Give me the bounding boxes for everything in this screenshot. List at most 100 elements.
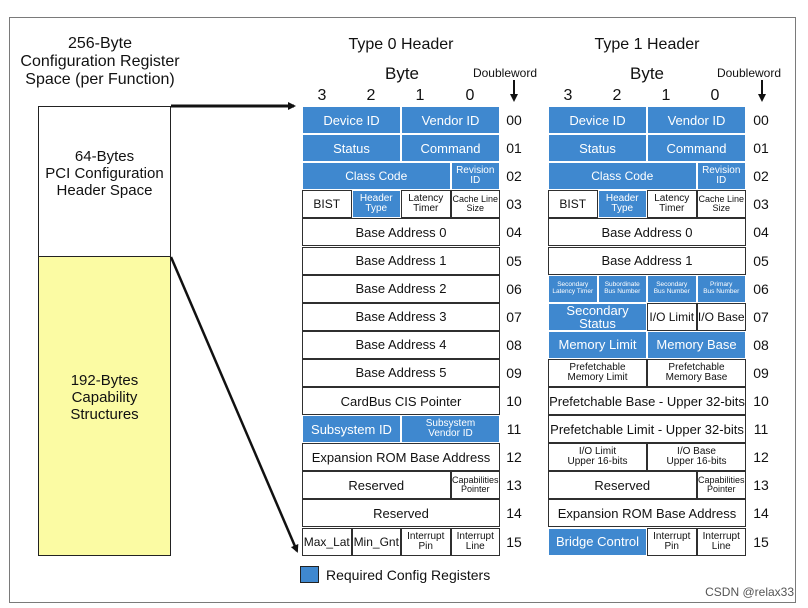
type0-row-number: 02 bbox=[506, 168, 522, 185]
legend-label: Required Config Registers bbox=[326, 567, 491, 583]
type0-register-cell: BIST bbox=[302, 190, 352, 219]
type0-register-cell: Status bbox=[302, 134, 401, 163]
type1-row-number: 05 bbox=[753, 252, 769, 269]
type0-register-cell: Latency Timer bbox=[401, 190, 451, 219]
type0-row-number: 11 bbox=[506, 421, 522, 438]
type0-row-number: 07 bbox=[506, 308, 522, 325]
type0-byte-label: Byte bbox=[384, 64, 420, 83]
type1-byte-1: 1 bbox=[661, 87, 671, 104]
type0-register-cell: Revision ID bbox=[450, 162, 500, 191]
type1-row-number: 11 bbox=[753, 421, 769, 438]
type0-row-number: 06 bbox=[506, 280, 522, 297]
type0-register-cell: Interrupt Pin bbox=[401, 527, 451, 556]
capability-box bbox=[38, 256, 171, 556]
type0-register-cell: Interrupt Line bbox=[450, 527, 500, 556]
type1-register-cell: Prefetchable Memory Base bbox=[647, 358, 746, 387]
type1-register-cell: Interrupt Pin bbox=[647, 527, 697, 556]
capability-arrow bbox=[169, 256, 299, 553]
type1-doubleword-label: Doubleword bbox=[716, 66, 782, 80]
diagram-frame bbox=[9, 17, 796, 603]
type1-row-number: 13 bbox=[753, 477, 769, 494]
type0-row-number: 09 bbox=[506, 364, 522, 381]
header-space-label: 64-Bytes PCI Configuration Header Space bbox=[45, 148, 164, 199]
type1-row-number: 00 bbox=[753, 112, 769, 128]
header-space-box bbox=[38, 106, 171, 257]
type0-register-cell: Base Address 5 bbox=[302, 358, 500, 387]
type0-register-cell: Reserved bbox=[302, 499, 500, 528]
type1-register-cell: I/O Base bbox=[696, 302, 746, 331]
type1-register-cell: Command bbox=[647, 134, 746, 163]
type0-row-number: 05 bbox=[506, 252, 522, 269]
type1-row-number: 12 bbox=[753, 449, 769, 466]
type1-register-cell: Secondary Status bbox=[548, 302, 647, 331]
type0-register-cell: Reserved bbox=[302, 471, 451, 500]
type0-row-number: 15 bbox=[506, 533, 522, 550]
type0-byte-0: 0 bbox=[465, 87, 475, 104]
type1-row-number: 14 bbox=[753, 505, 769, 522]
type1-register-cell: Latency Timer bbox=[647, 190, 697, 219]
type1-byte-2: 2 bbox=[612, 87, 622, 104]
type0-register-cell: Base Address 3 bbox=[302, 302, 500, 331]
type1-row-number: 15 bbox=[753, 533, 769, 550]
type1-register-cell: Status bbox=[548, 134, 647, 163]
type1-register-cell: I/O Limit Upper 16-bits bbox=[548, 443, 647, 472]
type0-register-cell: Expansion ROM Base Address bbox=[302, 443, 500, 472]
type1-register-cell: Primary Bus Number bbox=[696, 274, 746, 303]
type0-row-number: 00 bbox=[506, 112, 522, 128]
type1-title: Type 1 Header bbox=[594, 36, 700, 53]
type0-title: Type 0 Header bbox=[348, 36, 454, 53]
type0-byte-3: 3 bbox=[317, 87, 327, 104]
type0-register-cell: Min_Gnt bbox=[351, 527, 401, 556]
type0-row-number: 10 bbox=[506, 393, 522, 409]
type1-register-cell: BIST bbox=[548, 190, 598, 219]
type1-register-cell: Device ID bbox=[548, 106, 647, 135]
type0-row-number: 01 bbox=[506, 140, 522, 157]
type1-row-number: 07 bbox=[753, 308, 769, 325]
type0-row-number: 12 bbox=[506, 449, 522, 466]
type0-row-number: 08 bbox=[506, 336, 522, 353]
type1-row-number: 10 bbox=[753, 393, 769, 409]
type1-row-number: 09 bbox=[753, 364, 769, 381]
type0-register-cell: CardBus CIS Pointer bbox=[302, 387, 500, 416]
type1-register-cell: Reserved bbox=[548, 471, 697, 500]
type0-register-cell: Header Type bbox=[351, 190, 401, 219]
type1-byte-3: 3 bbox=[563, 87, 573, 104]
type1-register-cell: Revision ID bbox=[696, 162, 746, 191]
type1-row-number: 03 bbox=[753, 196, 769, 213]
type0-register-cell: Subsystem ID bbox=[302, 415, 401, 444]
type1-register-cell: Prefetchable Limit - Upper 32-bits bbox=[548, 415, 746, 444]
type0-register-cell: Command bbox=[401, 134, 500, 163]
type1-register-cell: Prefetchable Base - Upper 32-bits bbox=[548, 387, 746, 416]
watermark: CSDN @relax33 bbox=[705, 585, 794, 599]
type1-register-cell: Memory Limit bbox=[548, 330, 647, 359]
type0-register-cell: Base Address 1 bbox=[302, 246, 500, 275]
type0-register-cell: Capabilities Pointer bbox=[450, 471, 500, 500]
type0-byte-1: 1 bbox=[415, 87, 425, 104]
type1-row-number: 06 bbox=[753, 280, 769, 297]
type1-register-cell: Subordinate Bus Number bbox=[597, 274, 647, 303]
type0-register-cell: Vendor ID bbox=[401, 106, 500, 135]
type1-row-number: 01 bbox=[753, 140, 769, 157]
type0-register-cell: Max_Lat bbox=[302, 527, 352, 556]
type1-register-cell: Header Type bbox=[597, 190, 647, 219]
type1-register-cell: Secondary Latency Timer bbox=[548, 274, 598, 303]
type0-row-number: 14 bbox=[506, 505, 522, 522]
type0-doubleword-label: Doubleword bbox=[472, 66, 538, 80]
type0-register-cell: Cache Line Size bbox=[450, 190, 500, 219]
type1-register-cell: Secondary Bus Number bbox=[647, 274, 697, 303]
config-space-title: 256-Byte Configuration Register Space (p… bbox=[20, 35, 180, 88]
type1-row-number: 04 bbox=[753, 224, 769, 241]
capability-label: 192-Bytes Capability Structures bbox=[70, 372, 139, 423]
type1-register-cell: I/O Limit bbox=[647, 302, 697, 331]
type1-register-cell: Interrupt Line bbox=[696, 527, 746, 556]
type1-register-cell: Vendor ID bbox=[647, 106, 746, 135]
type0-register-cell: Base Address 4 bbox=[302, 330, 500, 359]
type0-row-number: 13 bbox=[506, 477, 522, 494]
type1-byte-0: 0 bbox=[710, 87, 720, 104]
type1-register-cell: Class Code bbox=[548, 162, 697, 191]
legend-swatch bbox=[300, 566, 319, 583]
type1-register-cell: Bridge Control bbox=[548, 527, 647, 556]
type1-register-cell: Base Address 0 bbox=[548, 218, 746, 247]
type0-register-cell: Device ID bbox=[302, 106, 401, 135]
